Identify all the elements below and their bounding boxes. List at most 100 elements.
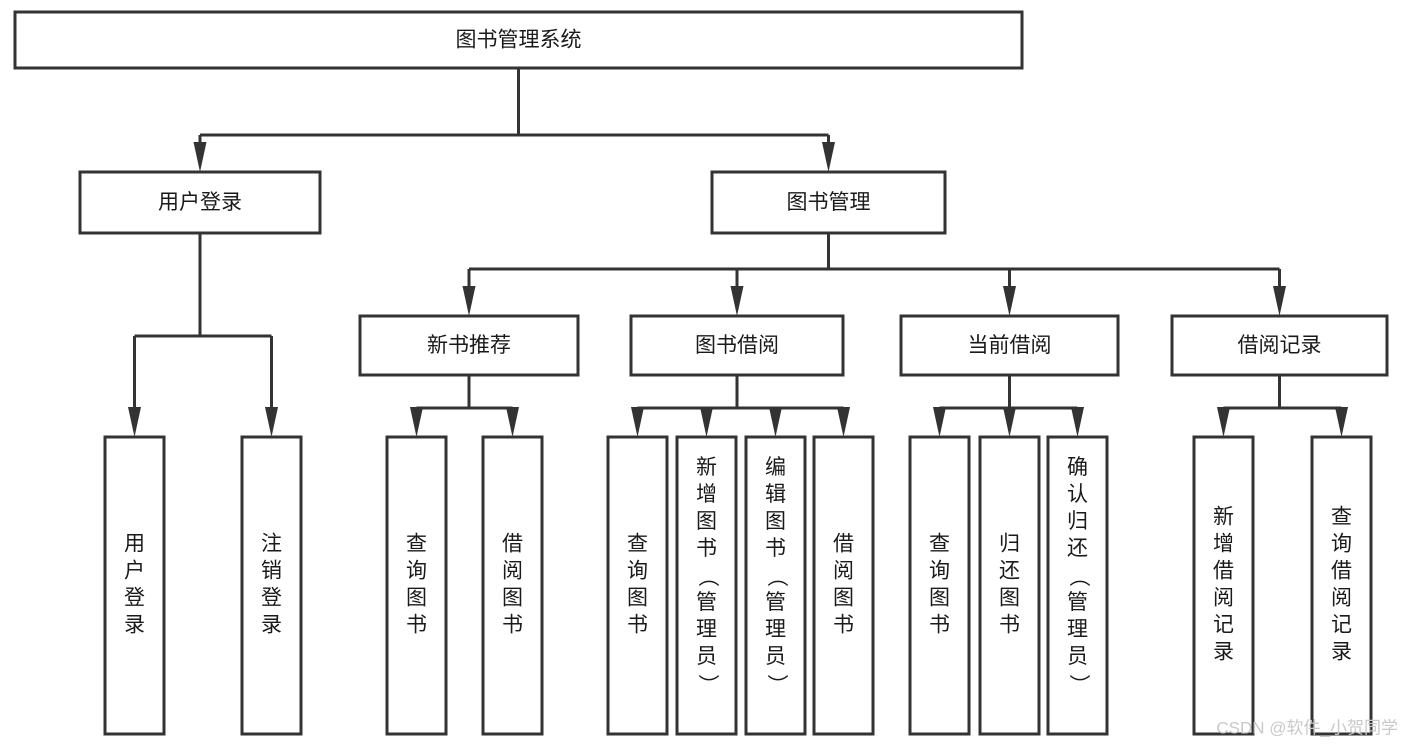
svg-text:）: ） — [696, 674, 719, 695]
svg-text:理: 理 — [696, 618, 717, 641]
svg-text:询: 询 — [627, 560, 648, 583]
connector-book-manage-to-borrow-record — [827, 233, 1286, 316]
node-box-leaf-borrow-book-1 — [481, 435, 544, 736]
node-box-leaf-confirm-return — [1046, 435, 1109, 736]
node-borrow-record[interactable]: 借阅记录 — [1170, 314, 1389, 377]
svg-text:查: 查 — [1331, 506, 1352, 529]
svg-text:员: 员 — [765, 645, 786, 668]
svg-text:（: （ — [1067, 566, 1090, 587]
svg-text:书: 书 — [696, 537, 717, 560]
node-label-leaf-user-login: 用户登录 — [124, 533, 145, 637]
svg-text:）: ） — [765, 674, 788, 695]
svg-text:书: 书 — [627, 614, 648, 637]
node-box-leaf-borrow-book-2 — [812, 435, 875, 736]
connector-new-book-rec-to-leaf-borrow-book-1 — [467, 375, 519, 437]
svg-text:录: 录 — [261, 614, 282, 637]
svg-text:书: 书 — [833, 614, 854, 637]
connector-new-book-rec-to-leaf-query-book-1 — [410, 375, 471, 437]
svg-text:注: 注 — [261, 533, 282, 556]
connector-book-manage-to-new-book-rec — [462, 233, 830, 316]
svg-text:阅: 阅 — [1331, 587, 1352, 610]
svg-text:管: 管 — [696, 591, 717, 614]
svg-text:图: 图 — [502, 587, 523, 610]
svg-text:图: 图 — [696, 510, 717, 533]
svg-text:）: ） — [1067, 674, 1090, 695]
svg-text:登: 登 — [124, 587, 145, 610]
svg-text:书: 书 — [929, 614, 950, 637]
svg-text:还: 还 — [1067, 537, 1088, 560]
svg-text:辑: 辑 — [765, 483, 786, 506]
node-current-borrow[interactable]: 当前借阅 — [899, 314, 1120, 377]
node-box-leaf-edit-book — [744, 435, 807, 736]
node-root[interactable]: 图书管理系统 — [13, 10, 1024, 70]
node-book-borrow[interactable]: 图书借阅 — [629, 314, 845, 377]
node-leaf-user-login[interactable]: 用户登录 — [103, 435, 166, 736]
node-box-borrow-record — [1170, 314, 1389, 377]
svg-text:查: 查 — [929, 533, 950, 556]
node-label-root: 图书管理系统 — [456, 29, 582, 52]
connector-root-to-book-manage — [517, 68, 835, 172]
node-box-leaf-query-book-1 — [385, 435, 448, 736]
svg-text:新: 新 — [696, 456, 717, 479]
node-user-login[interactable]: 用户登录 — [78, 170, 322, 235]
svg-text:图: 图 — [406, 587, 427, 610]
svg-text:阅: 阅 — [1213, 587, 1234, 610]
svg-text:阅: 阅 — [833, 560, 854, 583]
node-label-borrow-record: 借阅记录 — [1238, 334, 1322, 357]
connector-book-borrow-to-leaf-query-book-2 — [631, 375, 739, 437]
node-label-user-login: 用户登录 — [158, 191, 242, 214]
svg-text:归: 归 — [999, 533, 1020, 556]
svg-text:员: 员 — [1067, 645, 1088, 668]
node-box-leaf-return-book — [978, 435, 1041, 736]
node-box-leaf-query-book-3 — [908, 435, 971, 736]
svg-text:录: 录 — [1213, 641, 1234, 664]
svg-text:书: 书 — [502, 614, 523, 637]
connector-root-to-user-login — [193, 68, 520, 172]
node-box-leaf-query-record — [1310, 435, 1373, 736]
connector-book-borrow-to-leaf-borrow-book-2 — [735, 375, 850, 437]
connector-book-borrow-to-leaf-add-book — [700, 375, 739, 437]
svg-text:借: 借 — [833, 533, 854, 556]
svg-text:员: 员 — [696, 645, 717, 668]
svg-text:阅: 阅 — [502, 560, 523, 583]
edges-layer — [128, 68, 1348, 437]
node-box-leaf-add-book — [675, 435, 738, 736]
svg-text:借: 借 — [1331, 560, 1352, 583]
node-book-manage[interactable]: 图书管理 — [710, 170, 947, 235]
node-label-new-book-rec: 新书推荐 — [427, 334, 511, 357]
svg-text:借: 借 — [1213, 560, 1234, 583]
svg-text:图: 图 — [765, 510, 786, 533]
svg-text:查: 查 — [627, 533, 648, 556]
svg-text:归: 归 — [1067, 510, 1088, 533]
watermark-label: CSDN @软件_小贺同学 — [1216, 718, 1398, 737]
svg-text:认: 认 — [1067, 483, 1088, 506]
svg-text:借: 借 — [502, 533, 523, 556]
connector-book-borrow-to-leaf-edit-book — [735, 375, 782, 437]
node-new-book-rec[interactable]: 新书推荐 — [358, 314, 580, 377]
svg-text:记: 记 — [1331, 614, 1352, 637]
